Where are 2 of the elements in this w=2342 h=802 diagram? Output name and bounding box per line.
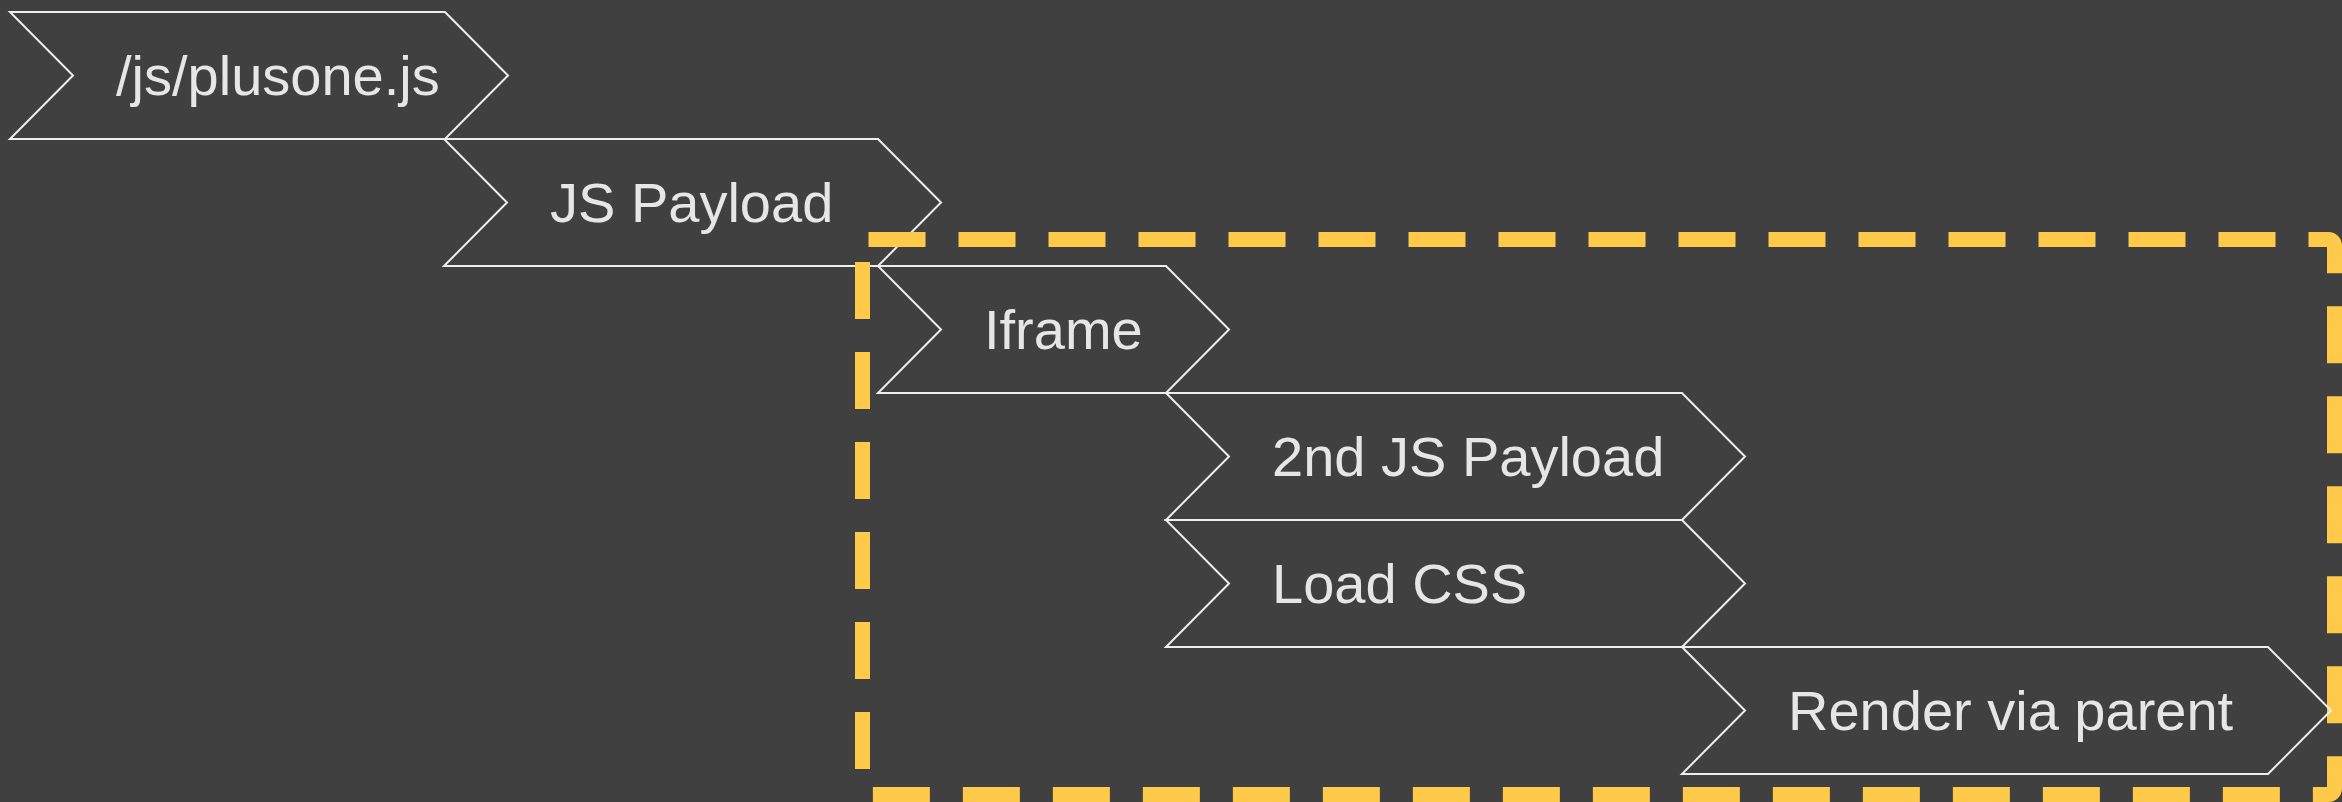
step-label: Load CSS: [1272, 555, 1528, 612]
step-label: Iframe: [984, 301, 1143, 358]
